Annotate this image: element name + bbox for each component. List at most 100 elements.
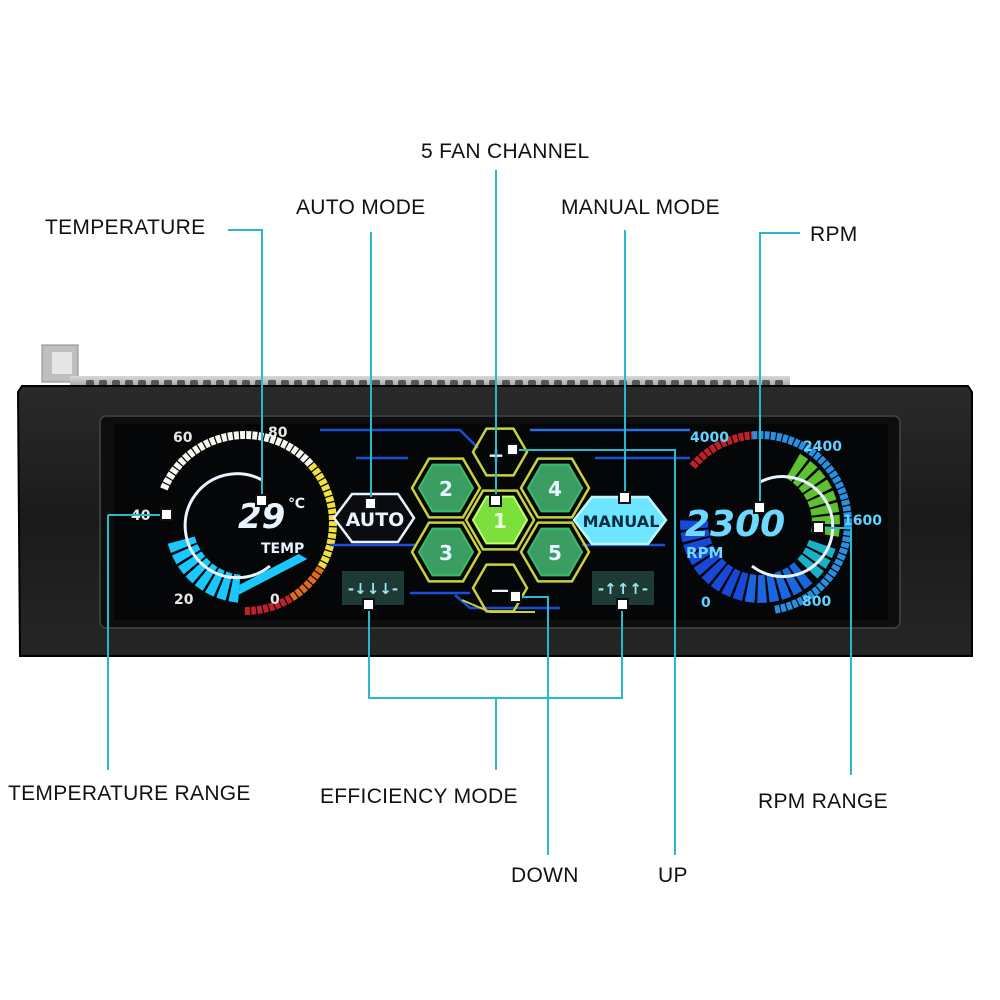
- rpm-ring-segment: [698, 451, 708, 461]
- temp-ring-segment: [220, 433, 228, 442]
- rpm-ring-segment: [838, 547, 848, 555]
- label-efficiency-mode: EFFICIENCY MODE: [320, 785, 518, 808]
- temp-ring-segment: [245, 606, 251, 615]
- rpm-ring-segment: [801, 593, 811, 603]
- fan-channel-4-button[interactable]: 4: [519, 457, 591, 519]
- temp-bar-segment: [228, 573, 241, 603]
- rpm-ring-segment: [808, 447, 817, 457]
- rpm-ring-segment: [791, 599, 799, 609]
- up-hex-outline[interactable]: [471, 427, 529, 477]
- rpm-bar-segment: [757, 574, 767, 603]
- rpm-ring-segment: [781, 434, 789, 444]
- rpm-tick-4000: 4000: [690, 430, 729, 446]
- temp-ring-segment: [186, 448, 196, 458]
- rpm-ring-segment: [703, 447, 713, 457]
- fan-channel-label: 3: [439, 541, 453, 565]
- rpm-bar-segment: [683, 537, 713, 555]
- efficiency-up-icon: -↑↑↑-: [598, 580, 648, 598]
- temp-ring-segment: [323, 489, 333, 498]
- auto-mode-label: AUTO: [346, 509, 405, 531]
- fan-channel-1-button[interactable]: 1: [464, 489, 536, 551]
- temp-ring-segment: [284, 594, 293, 605]
- rpm-ring-segment: [827, 568, 838, 578]
- rpm-ring-segment: [693, 455, 703, 465]
- efficiency-up-button[interactable]: -↑↑↑-: [592, 571, 654, 605]
- temp-ring-segment: [295, 449, 305, 459]
- rpm-ring-segment: [792, 438, 801, 448]
- rpm-bar-segment: [687, 544, 716, 566]
- marker-temperature-range: [160, 508, 173, 521]
- rpm-tick-0: 0: [701, 595, 711, 611]
- temp-ring-segment: [289, 591, 299, 602]
- fan-channel-3-button[interactable]: 3: [410, 521, 482, 583]
- rpm-ring-segment: [836, 553, 846, 561]
- efficiency-down-icon: -↓↓↓-: [348, 580, 398, 598]
- manual-mode-button[interactable]: MANUAL: [572, 495, 668, 546]
- rpm-ring-segment: [751, 431, 758, 440]
- down-hex-outline[interactable]: [471, 563, 529, 613]
- label-down: DOWN: [511, 864, 579, 887]
- marker-manual-mode: [618, 491, 631, 504]
- rpm-bar-segment: [774, 570, 792, 600]
- temp-ring-segment: [227, 431, 234, 441]
- temp-ring-segment: [191, 444, 201, 455]
- rpm-bar-segment: [732, 571, 749, 601]
- rpm-bar-segment: [710, 563, 734, 592]
- fan-channel-label: 2: [439, 477, 453, 501]
- label-auto-mode: AUTO MODE: [296, 196, 426, 219]
- temp-ring-segment: [268, 602, 276, 612]
- fan-channel-5-button[interactable]: 5: [519, 521, 591, 583]
- rpm-bar-segment: [781, 567, 803, 596]
- rpm-tick-1600: 1600: [843, 513, 882, 529]
- rpm-ring-segment: [820, 578, 830, 588]
- rpm-ring-segment: [787, 436, 795, 446]
- temp-bar-segment: [171, 544, 201, 565]
- rpm-ring-segment: [828, 470, 839, 479]
- efficiency-down-button[interactable]: -↓↓↓-: [342, 571, 404, 605]
- rpm-ring-segment: [825, 465, 835, 474]
- temp-tick-60: 60: [173, 430, 193, 446]
- label-temperature: TEMPERATURE: [45, 216, 206, 239]
- marker-up: [506, 443, 519, 456]
- temp-ring-segment: [197, 441, 206, 452]
- fan-channel-2-button[interactable]: 2: [410, 457, 482, 519]
- rpm-ring-segment: [834, 558, 844, 567]
- rpm-bar-segment: [680, 529, 710, 543]
- rpm-ring-segment: [815, 582, 826, 592]
- rpm-bar-segment: [798, 469, 826, 494]
- temp-ring-segment: [269, 434, 277, 445]
- temp-ring-segment: [214, 434, 222, 444]
- rpm-ring-segment: [774, 604, 781, 614]
- temp-ring-segment: [262, 604, 270, 613]
- rpm-ring-segment: [780, 603, 787, 613]
- rpm-ring-segment: [719, 438, 728, 448]
- temp-ring-segment: [327, 532, 337, 539]
- rpm-ring-segment: [764, 431, 770, 440]
- temp-ring-segment: [252, 431, 258, 440]
- rpm-bar-segment: [807, 490, 837, 508]
- temp-ring-segment: [311, 467, 322, 477]
- temp-ring-segment: [274, 436, 283, 447]
- marker-temperature: [255, 494, 268, 507]
- rpm-ring-segment: [731, 434, 739, 444]
- rpm-ring-segment: [831, 563, 841, 573]
- rpm-ring-segment: [817, 455, 827, 465]
- rpm-ring-segment: [824, 573, 834, 583]
- temp-ring-segment: [328, 527, 337, 533]
- fan-channel-label: 1: [493, 509, 507, 533]
- manual-mode-label: MANUAL: [583, 512, 660, 531]
- auto-mode-button[interactable]: AUTO: [332, 492, 416, 544]
- temp-ring-segment: [263, 433, 271, 443]
- rpm-bar-segment: [789, 562, 813, 590]
- temp-ring-segment: [317, 560, 328, 569]
- rpm-gauge: [680, 431, 852, 614]
- temp-tick-0: 0: [270, 592, 280, 608]
- label-rpm-range: RPM RANGE: [758, 790, 888, 813]
- rpm-ring-segment: [811, 586, 821, 596]
- temp-label: TEMP: [261, 541, 304, 557]
- temp-ring-segment: [246, 431, 252, 440]
- rpm-bar-segment: [701, 558, 727, 585]
- rpm-bar-segment: [693, 552, 721, 576]
- rpm-ring-segment: [842, 536, 851, 543]
